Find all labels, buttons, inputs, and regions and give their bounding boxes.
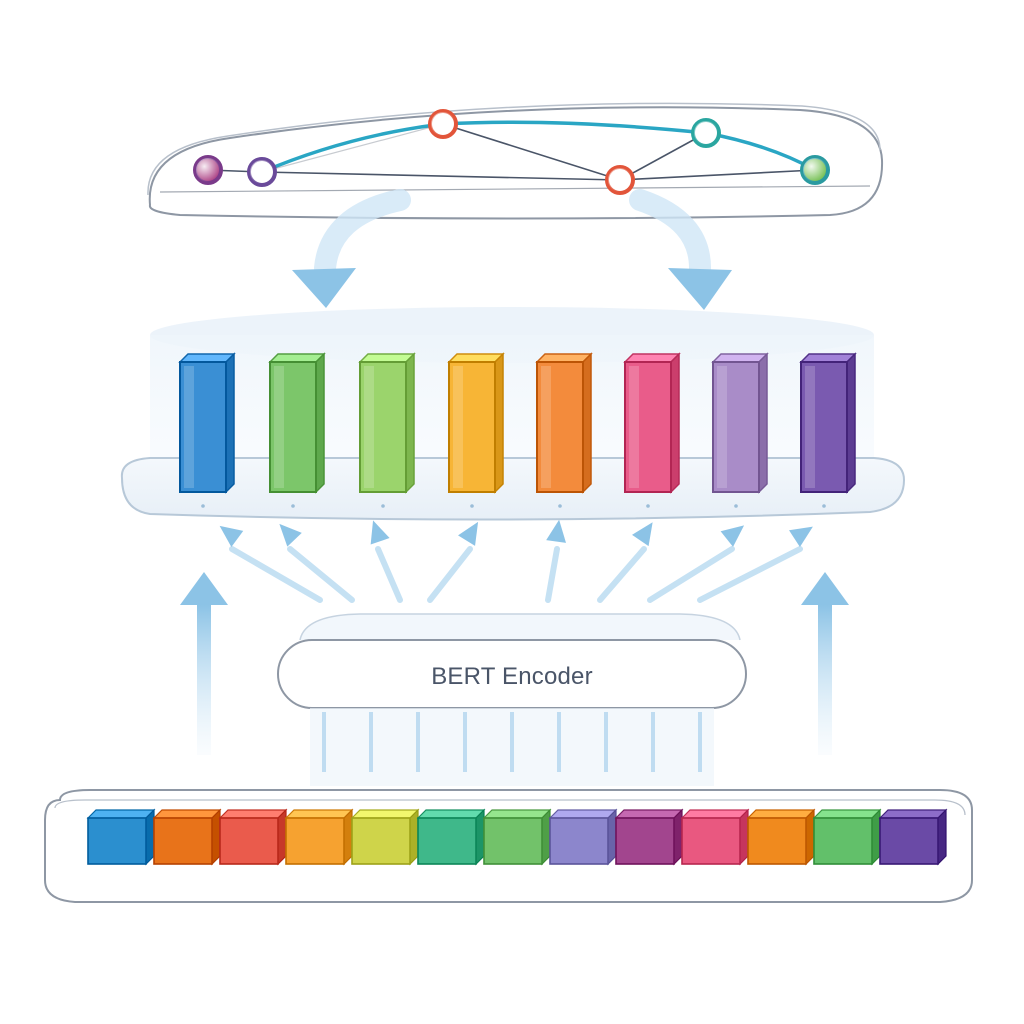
graph-edge (261, 123, 444, 173)
encoder-label: BERT Encoder (431, 663, 593, 690)
embedding-vector (447, 352, 505, 508)
encoder-input-line (510, 712, 514, 772)
fan-arrow (370, 520, 403, 603)
graph-edge (619, 132, 707, 181)
embedding-layer-plate (120, 457, 906, 521)
graph-node (247, 157, 277, 187)
graph-edge (442, 123, 621, 181)
left-curved-arrow-shaft (314, 189, 411, 279)
token-panel-inner-edge (54, 799, 966, 816)
token-block (878, 808, 948, 866)
graph-node (691, 118, 721, 148)
fan-arrow (697, 526, 813, 603)
embedding-vector (358, 352, 416, 508)
left-side-arrow-head (180, 572, 228, 605)
graph-node (193, 155, 223, 185)
right-side-arrow-shaft (818, 605, 832, 755)
fan-arrow (279, 523, 355, 603)
token-block (746, 808, 816, 866)
graph-edge-accent (260, 120, 817, 174)
encoder-input-line (463, 712, 467, 772)
fan-arrow (597, 522, 653, 603)
token-block (218, 808, 288, 866)
right-curved-arrow-shaft (629, 189, 711, 279)
graph-edge (619, 169, 816, 181)
token-block (416, 808, 486, 866)
graph-node (605, 165, 635, 195)
token-to-encoder-connections (310, 708, 714, 786)
encoder-top-layer (299, 613, 741, 641)
encoder-input-line (698, 712, 702, 772)
encoder-input-line (651, 712, 655, 772)
token-block (284, 808, 354, 866)
graph-edges (159, 120, 871, 193)
graph-node (428, 109, 458, 139)
side-arrows (180, 572, 849, 755)
token-block (548, 808, 618, 866)
graph-panel-inner-edge (147, 102, 881, 196)
token-block (86, 808, 156, 866)
right-curved-arrow-head (668, 268, 732, 310)
encoder-input-line (322, 712, 326, 772)
graph-edge (261, 171, 621, 181)
embedding-vector (799, 352, 857, 508)
embedding-vector (623, 352, 681, 508)
encoder-input-line (416, 712, 420, 772)
left-curved-arrow-head (292, 268, 356, 308)
token-block (812, 808, 882, 866)
encoder-input-line (557, 712, 561, 772)
graph-panel (147, 102, 884, 220)
encoder-to-embedding-arrows (219, 519, 813, 603)
encoder-input-line (604, 712, 608, 772)
embedding-vector (268, 352, 326, 508)
embedding-vector (178, 352, 236, 508)
fan-arrow (219, 525, 323, 603)
token-block (482, 808, 552, 866)
embedding-vector (711, 352, 769, 508)
bert-encoder-block: BERT Encoder (277, 613, 747, 709)
right-side-arrow-head (801, 572, 849, 605)
graph-node (800, 155, 830, 185)
embedding-vector (535, 352, 593, 508)
token-sequence-panel (44, 789, 973, 903)
encoder-input-line (369, 712, 373, 772)
graph-baseline-edge (159, 185, 871, 193)
fan-arrow (647, 525, 745, 603)
graph-nodes (193, 109, 830, 195)
token-blocks (86, 808, 948, 866)
token-block (350, 808, 420, 866)
fan-arrow (545, 519, 567, 603)
fan-arrow (427, 521, 479, 603)
token-block (152, 808, 222, 866)
token-block (614, 808, 684, 866)
graph-to-embedding-arrows (292, 189, 732, 310)
token-block (680, 808, 750, 866)
left-side-arrow-shaft (197, 605, 211, 755)
embedding-layer (120, 307, 906, 521)
embedding-vectors (178, 352, 857, 508)
